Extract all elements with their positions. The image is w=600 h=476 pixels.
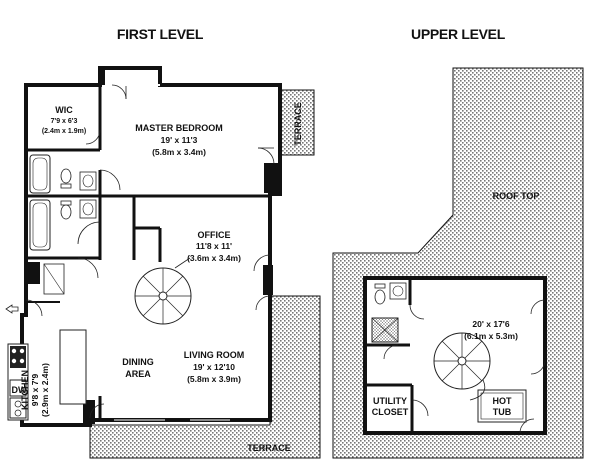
wic-dim-metric: (2.4m x 1.9m) (42, 128, 86, 135)
wic-dim-imperial: 7'9 x 6'3 (51, 118, 78, 125)
office-label: OFFICE (198, 230, 231, 240)
kitchen-dim-metric: (2.9m x 2.4m) (40, 363, 50, 417)
terrace-right-area (279, 89, 315, 156)
master-dim-imperial: 19' x 11'3 (161, 135, 198, 145)
upper-level-plan (332, 67, 584, 459)
first-level-plan (5, 66, 321, 459)
kitchen-label: KITCHEN (20, 370, 30, 410)
spiral-staircase-first (134, 257, 192, 325)
master-bedroom-label: MASTER BEDROOM (135, 123, 223, 133)
kitchen-dim-imperial: 9'8 x 7'9 (30, 374, 40, 407)
upper-room-dim-metric: (6.1m x 5.3m) (464, 331, 518, 341)
dw-label: DW (12, 385, 27, 395)
wic-label: WIC (55, 105, 73, 115)
terrace-bottom-label: TERRACE (247, 443, 291, 453)
dining-label-line2: AREA (125, 369, 151, 379)
living-room-label: LIVING ROOM (184, 350, 245, 360)
roof-top-label: ROOF TOP (493, 191, 540, 201)
master-dim-metric: (5.8m x 3.4m) (152, 147, 206, 157)
utility-closet-label-line1: UTILITY (373, 396, 407, 406)
hot-tub-label-line1: HOT (493, 396, 513, 406)
upper-level-title: UPPER LEVEL (411, 26, 506, 42)
living-dim-imperial: 19' x 12'10 (193, 362, 235, 372)
living-dim-metric: (5.8m x 3.9m) (187, 374, 241, 384)
utility-closet-label-line2: CLOSET (372, 407, 409, 417)
upper-room-dim-imperial: 20' x 17'6 (472, 319, 509, 329)
office-dim-metric: (3.6m x 3.4m) (187, 253, 241, 263)
terrace-bottom-area (89, 295, 321, 459)
spiral-staircase-upper (433, 332, 491, 401)
terrace-right-label: TERRACE (293, 102, 303, 146)
first-level-title: FIRST LEVEL (117, 26, 204, 42)
office-dim-imperial: 11'8 x 11' (196, 241, 232, 251)
dining-label-line1: DINING (122, 357, 154, 367)
entry-arrow-icon (5, 304, 19, 314)
hot-tub-label-line2: TUB (493, 407, 512, 417)
